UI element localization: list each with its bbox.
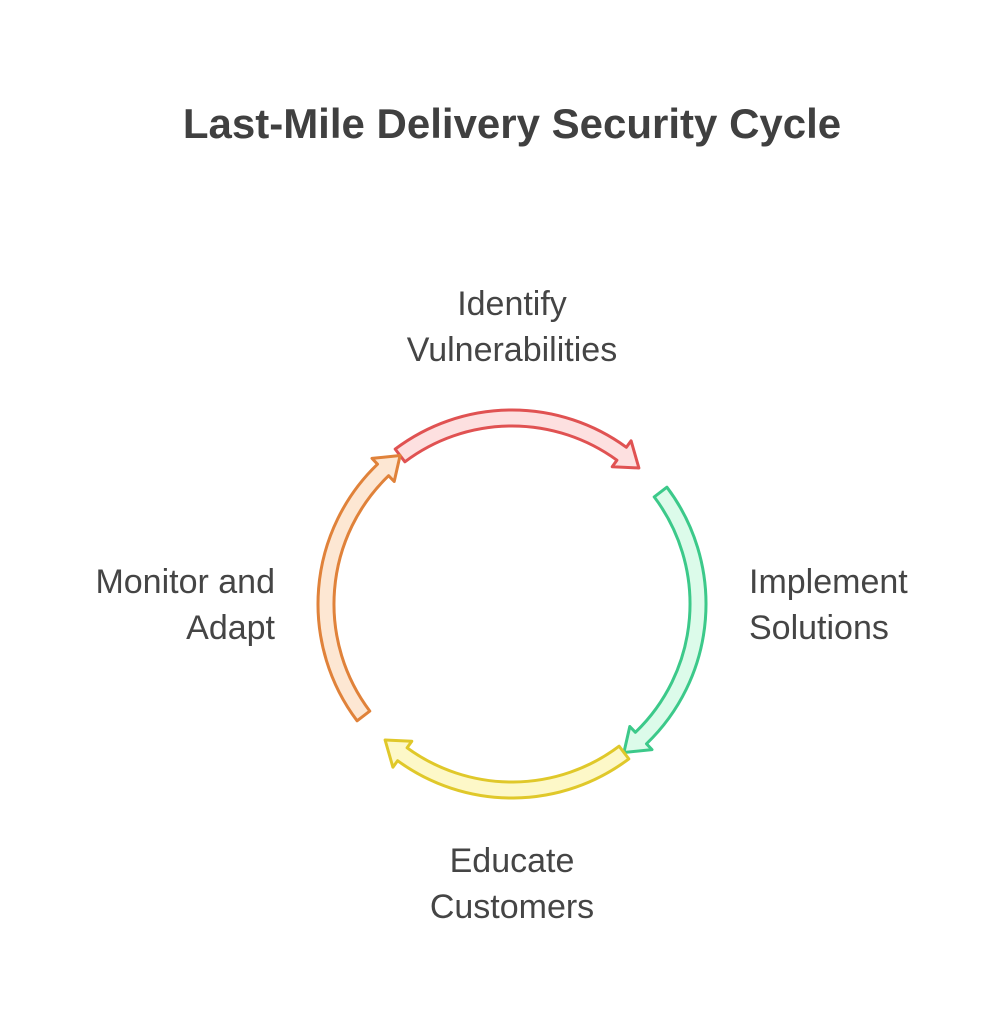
stage-label-line: Implement	[749, 563, 908, 601]
stage-label-line: Vulnerabilities	[406, 331, 618, 369]
stage-label-educate-customers: Educate Customers	[330, 838, 694, 930]
arrow-monitor-and-adapt	[316, 454, 402, 723]
arrow-identify-vulnerabilities	[393, 408, 641, 470]
stage-label-line: Customers	[429, 888, 595, 926]
stage-label-identify-vulnerabilities: Identify Vulnerabilities	[330, 281, 694, 373]
arrow-implement-solutions	[622, 485, 708, 754]
stage-label-line: Monitor and	[95, 563, 275, 601]
stage-label-line: Solutions	[749, 609, 889, 647]
arrow-educate-customers	[383, 738, 631, 800]
diagram-title: Last-Mile Delivery Security Cycle	[182, 100, 842, 147]
stage-label-line: Educate	[449, 842, 575, 880]
stage-label-implement-solutions: Implement Solutions	[749, 559, 989, 651]
stage-label-monitor-and-adapt: Monitor and Adapt	[20, 559, 275, 651]
stage-label-line: Adapt	[186, 609, 275, 647]
stage-label-line: Identify	[457, 285, 567, 323]
